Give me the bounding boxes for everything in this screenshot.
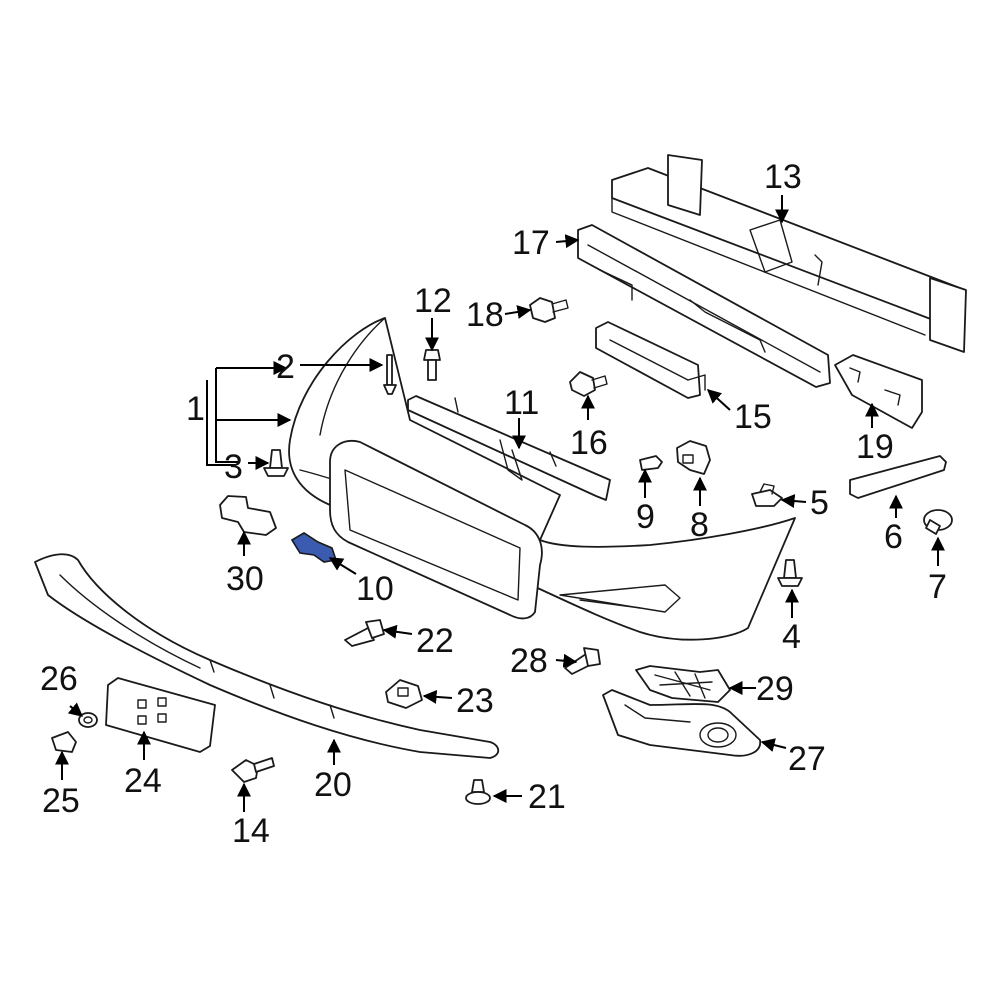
push-pin-7[interactable] [923,509,953,535]
license-plate-bracket[interactable] [105,677,216,753]
callout-20: 20 [314,766,352,804]
callout-21: 21 [528,778,566,816]
callout-5: 5 [810,484,829,522]
callout-4: 4 [782,618,801,656]
clip-18[interactable] [529,297,569,323]
callout-14: 14 [232,812,270,850]
callout-labels: 1 2 3 4 5 6 7 8 9 10 11 12 13 14 15 16 1… [40,158,947,850]
side-bracket-19[interactable] [834,354,923,429]
screw-28[interactable] [564,647,601,675]
callout-6: 6 [884,518,903,556]
callout-17: 17 [512,224,550,262]
bracket-10-highlighted[interactable] [290,532,338,563]
nut-5[interactable] [751,483,783,507]
clip-23[interactable] [385,679,423,709]
callout-10: 10 [356,570,394,608]
fastener-2[interactable] [383,354,397,395]
callout-9: 9 [636,498,655,536]
fog-lamp-bezel[interactable] [602,689,761,757]
clip-21[interactable] [465,779,491,805]
screw-4[interactable] [777,559,803,587]
callout-16: 16 [570,424,608,462]
bracket-8[interactable] [676,440,711,475]
callout-26: 26 [40,660,78,698]
callout-25: 25 [42,782,80,820]
callout-27: 27 [788,740,826,778]
clip-16[interactable] [569,371,608,397]
callout-8: 8 [690,506,709,544]
molding-strip[interactable] [849,455,947,499]
reinforcement-beam[interactable] [611,154,967,353]
callout-24: 24 [124,762,162,800]
bumper-cover[interactable] [288,317,796,641]
lower-spoiler[interactable] [34,553,500,759]
mounting-bracket-15[interactable] [595,321,706,399]
callout-29: 29 [756,670,794,708]
screw-3[interactable] [263,449,289,477]
callout-15: 15 [734,398,772,436]
nut-26[interactable] [78,712,98,728]
nut-25[interactable] [51,731,77,753]
callout-12: 12 [414,282,452,320]
callout-13: 13 [764,158,802,196]
callout-28: 28 [510,642,548,680]
callout-22: 22 [416,622,454,660]
callout-18: 18 [466,296,504,334]
leader-lines [55,195,945,812]
callout-23: 23 [456,682,494,720]
bracket-30[interactable] [219,495,277,536]
callout-11: 11 [504,384,539,422]
grille-insert-29[interactable] [635,665,731,703]
callout-2: 2 [276,348,295,386]
pin-9[interactable] [639,455,663,471]
upper-grille-11[interactable] [407,395,611,501]
callout-3: 3 [224,448,243,486]
callout-30: 30 [226,560,264,598]
bolt-12[interactable] [423,349,441,381]
callout-1: 1 [186,390,205,428]
energy-absorber[interactable] [577,224,831,388]
callout-7: 7 [928,568,947,606]
bolt-14[interactable] [231,757,275,783]
callout-19: 19 [856,428,894,466]
screw-22[interactable] [344,619,385,647]
